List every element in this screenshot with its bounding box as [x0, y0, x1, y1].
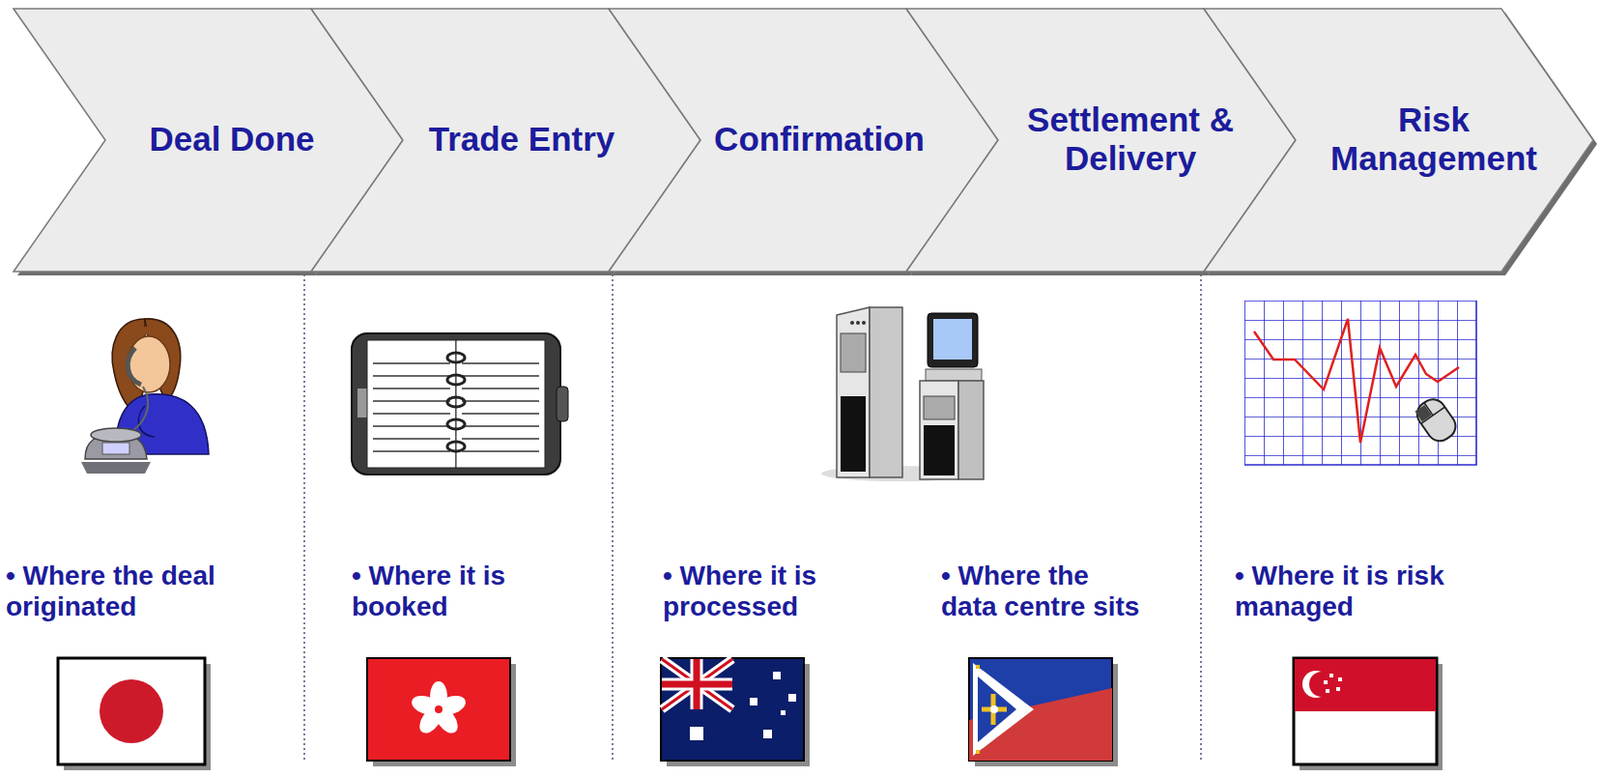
location-note: • Where it is processed [662, 560, 857, 623]
location-note: • Where it is risk managed [1234, 560, 1467, 623]
process-chevron: Risk Management [1202, 7, 1600, 279]
separator-line [304, 274, 1201, 762]
flag-data-centre [969, 657, 1118, 767]
stage-title: Deal Done [96, 119, 368, 159]
flag-japan [57, 657, 211, 771]
computer-icon [821, 307, 984, 482]
phone-person-icon [81, 318, 209, 474]
stage-title: Trade Entry [386, 119, 658, 159]
location-note: • Where the deal originated [5, 560, 238, 623]
location-note: • Where the data centre sits [941, 560, 1146, 623]
stage-title: Confirmation [684, 119, 955, 159]
flag-hong-kong [367, 657, 516, 767]
flag-singapore [1293, 657, 1443, 771]
stage-title: Settlement & Delivery [1014, 100, 1247, 179]
flag-australia [660, 657, 810, 767]
stage-title: Risk Management [1317, 100, 1550, 179]
location-note: • Where it is booked [351, 560, 545, 623]
risk-chart-icon [1244, 300, 1477, 465]
organizer-icon [351, 333, 569, 475]
